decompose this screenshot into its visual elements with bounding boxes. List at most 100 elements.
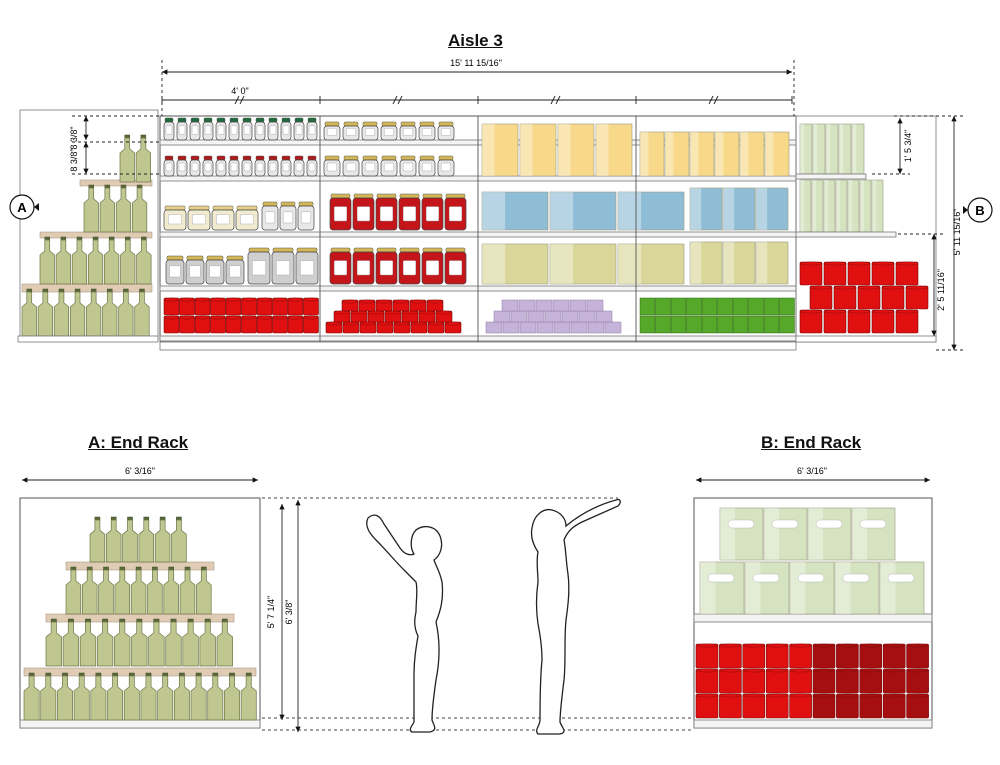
box-body: [755, 241, 789, 285]
jar: [228, 117, 240, 141]
aisle-title: Aisle 3: [448, 31, 503, 50]
jar-label: [301, 211, 312, 224]
marker-b-label: B: [975, 203, 984, 218]
jar: [293, 117, 305, 141]
shelf: [795, 231, 897, 238]
bottle-cap: [67, 618, 74, 623]
can: [895, 261, 919, 286]
jar-lid: [419, 121, 435, 127]
bottle: [140, 672, 157, 721]
jar-label: [217, 125, 225, 135]
bottle-body: [73, 675, 90, 721]
can-top: [766, 693, 789, 698]
can: [809, 285, 833, 310]
bottle-cap: [184, 566, 191, 571]
can: [194, 315, 211, 334]
jar-lid: [212, 205, 234, 211]
jar-lid: [445, 193, 466, 199]
jar-label: [300, 260, 314, 276]
box: [722, 187, 756, 231]
can: [882, 643, 906, 669]
jar-lid: [164, 205, 186, 211]
can: [341, 299, 359, 312]
case: [789, 561, 835, 615]
jar: [418, 155, 436, 177]
box-body: [689, 187, 723, 231]
jar-lid: [242, 155, 252, 161]
can-body: [719, 693, 742, 719]
box-highlight: [700, 562, 716, 614]
bottle-body: [147, 569, 163, 615]
paper-roll: [493, 310, 511, 323]
bottle: [216, 618, 233, 667]
can-body: [823, 261, 847, 286]
aisle-3-elevation: [17, 109, 937, 351]
can: [871, 261, 895, 286]
can: [163, 297, 180, 316]
can: [375, 299, 393, 312]
jar-label: [426, 206, 440, 222]
bottle-cap: [162, 672, 169, 677]
case-handle: [887, 573, 915, 583]
jar-label: [357, 206, 371, 222]
can-top: [719, 693, 742, 698]
jar: [261, 201, 279, 231]
bottle: [196, 566, 212, 615]
jar: [306, 117, 318, 141]
box-body: [664, 131, 690, 177]
jar-lid: [255, 117, 265, 123]
bottle-cap: [245, 672, 252, 677]
jar-label: [380, 260, 394, 276]
can-body: [789, 668, 812, 694]
can-top: [163, 315, 180, 320]
can: [256, 315, 273, 334]
bottle: [138, 516, 155, 563]
can-body: [859, 693, 883, 719]
green-can: [655, 315, 671, 334]
can-body: [742, 693, 766, 719]
box-highlight: [826, 124, 831, 174]
jar-lid: [164, 155, 174, 161]
box-highlight: [764, 508, 780, 560]
jar: [342, 155, 360, 177]
can-top: [766, 643, 789, 648]
can-top: [847, 309, 871, 314]
bottle-body: [165, 621, 182, 667]
jar: [421, 193, 444, 231]
bottle-body: [120, 239, 136, 285]
can-top: [742, 668, 765, 673]
can: [384, 310, 402, 323]
green-can: [686, 297, 702, 316]
box-body: [549, 243, 617, 285]
bottle: [207, 672, 224, 721]
jar-lid: [166, 255, 184, 261]
aisle-base: [159, 341, 797, 351]
paper-roll: [569, 299, 587, 312]
bottle-cap: [176, 516, 182, 521]
can-top: [179, 297, 195, 302]
dim-end-rack-a-width: 6' 3/16": [125, 466, 155, 476]
can: [210, 297, 226, 316]
can-top: [426, 299, 444, 304]
box: [755, 187, 789, 231]
yellow-boxes: [481, 123, 790, 177]
can-body: [847, 261, 871, 286]
case: [744, 561, 790, 615]
bottle: [157, 672, 174, 721]
box-body: [617, 243, 685, 285]
box-body: [519, 123, 557, 177]
green-can: [732, 315, 749, 334]
jar-lid: [216, 155, 226, 161]
can-top: [906, 643, 929, 648]
bottle: [147, 566, 163, 615]
jar-lid: [268, 155, 278, 161]
jar-label: [403, 260, 417, 276]
jar-lid: [324, 155, 340, 161]
can-body: [882, 693, 906, 719]
male-silhouette: [530, 498, 621, 735]
can-top: [303, 297, 319, 302]
bottle: [57, 672, 73, 721]
jar-lid: [236, 205, 258, 211]
bottle-body: [53, 291, 70, 337]
can: [179, 297, 195, 316]
